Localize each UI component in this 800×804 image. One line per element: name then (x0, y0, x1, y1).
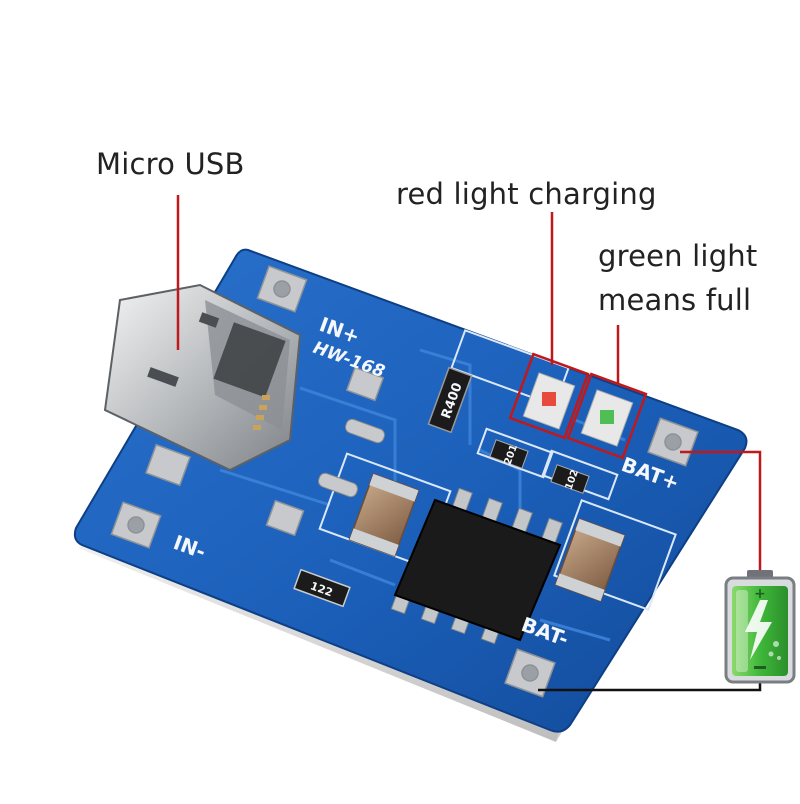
resistor-102: 102 (550, 464, 590, 494)
pad-in-minus (110, 501, 162, 549)
resistor-r400: R400 (427, 366, 473, 434)
red-charging-led (522, 372, 576, 430)
svg-text:+: + (754, 586, 766, 602)
green-full-led (580, 389, 634, 447)
small-passives (318, 418, 385, 498)
micro-usb-connector (103, 283, 302, 472)
capacitor-left (348, 472, 420, 558)
resistor-201: 201 (489, 439, 529, 469)
caption-micro-usb: Micro USB (96, 147, 245, 181)
pad-bat-plus (647, 417, 699, 467)
caption-green-light-line2: means full (598, 283, 752, 317)
pad-in-plus (256, 265, 308, 313)
capacitor-right (554, 517, 626, 603)
mounting-pads (110, 265, 699, 698)
resistor-122: 122 (293, 568, 351, 608)
red-led-highlight (508, 352, 590, 440)
green-led-highlight (566, 372, 648, 460)
charger-ic (390, 487, 563, 645)
battery-charging-icon: + (724, 570, 796, 684)
bat-plus-wire (680, 450, 762, 570)
caption-red-light: red light charging (396, 177, 657, 211)
caption-green-light-line1: green light (598, 239, 758, 273)
annotation-lines (176, 195, 762, 570)
pad-bat-minus (504, 648, 556, 698)
